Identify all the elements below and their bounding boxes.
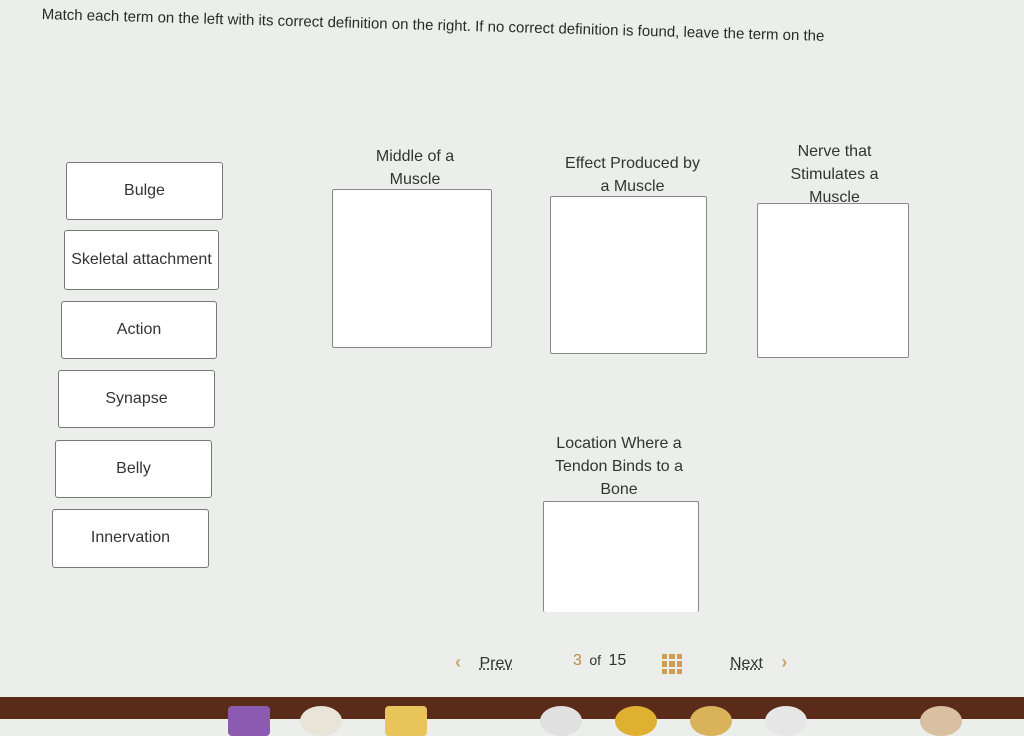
of-label: of (589, 652, 602, 668)
term-action[interactable]: Action (61, 301, 217, 359)
taskbar-app-icon[interactable] (385, 706, 427, 736)
term-skeletal-attachment[interactable]: Skeletal attachment (64, 230, 219, 290)
taskbar-app-icon[interactable] (300, 706, 342, 736)
term-synapse[interactable]: Synapse (58, 370, 215, 428)
drop-zone-effect[interactable] (550, 196, 707, 354)
next-button[interactable]: Next › (730, 652, 787, 673)
prev-button[interactable]: ‹ Prev (455, 652, 512, 673)
term-innervation[interactable]: Innervation (52, 509, 209, 568)
definition-label-location: Location Where a Tendon Binds to a Bone (554, 435, 684, 498)
drop-zone-nerve[interactable] (757, 203, 909, 358)
taskbar (0, 697, 1024, 719)
definition-label-nerve: Nerve that Stimulates a Muscle (790, 143, 879, 206)
term-bulge[interactable]: Bulge (66, 162, 223, 220)
taskbar-app-icon[interactable] (765, 706, 807, 736)
next-label: Next (730, 655, 763, 672)
taskbar-app-icon[interactable] (228, 706, 270, 736)
drop-zone-middle[interactable] (332, 189, 492, 348)
definition-label-effect: Effect Produced by a Muscle (565, 155, 700, 195)
chevron-right-icon: › (781, 652, 788, 672)
total-pages: 15 (608, 652, 627, 669)
taskbar-app-icon[interactable] (920, 706, 962, 736)
prev-label: Prev (479, 655, 513, 672)
page-indicator: 3 of 15 (573, 652, 626, 670)
chevron-left-icon: ‹ (455, 652, 461, 672)
drop-zone-location[interactable] (543, 501, 699, 612)
instructions: Match each term on the left with its cor… (41, 6, 825, 45)
taskbar-app-icon[interactable] (540, 706, 582, 736)
current-page: 3 (573, 652, 582, 669)
taskbar-app-icon[interactable] (615, 706, 657, 736)
definition-label-middle: Middle of a Muscle (375, 148, 455, 188)
grid-icon[interactable] (662, 654, 682, 674)
taskbar-app-icon[interactable] (690, 706, 732, 736)
term-belly[interactable]: Belly (55, 440, 212, 498)
